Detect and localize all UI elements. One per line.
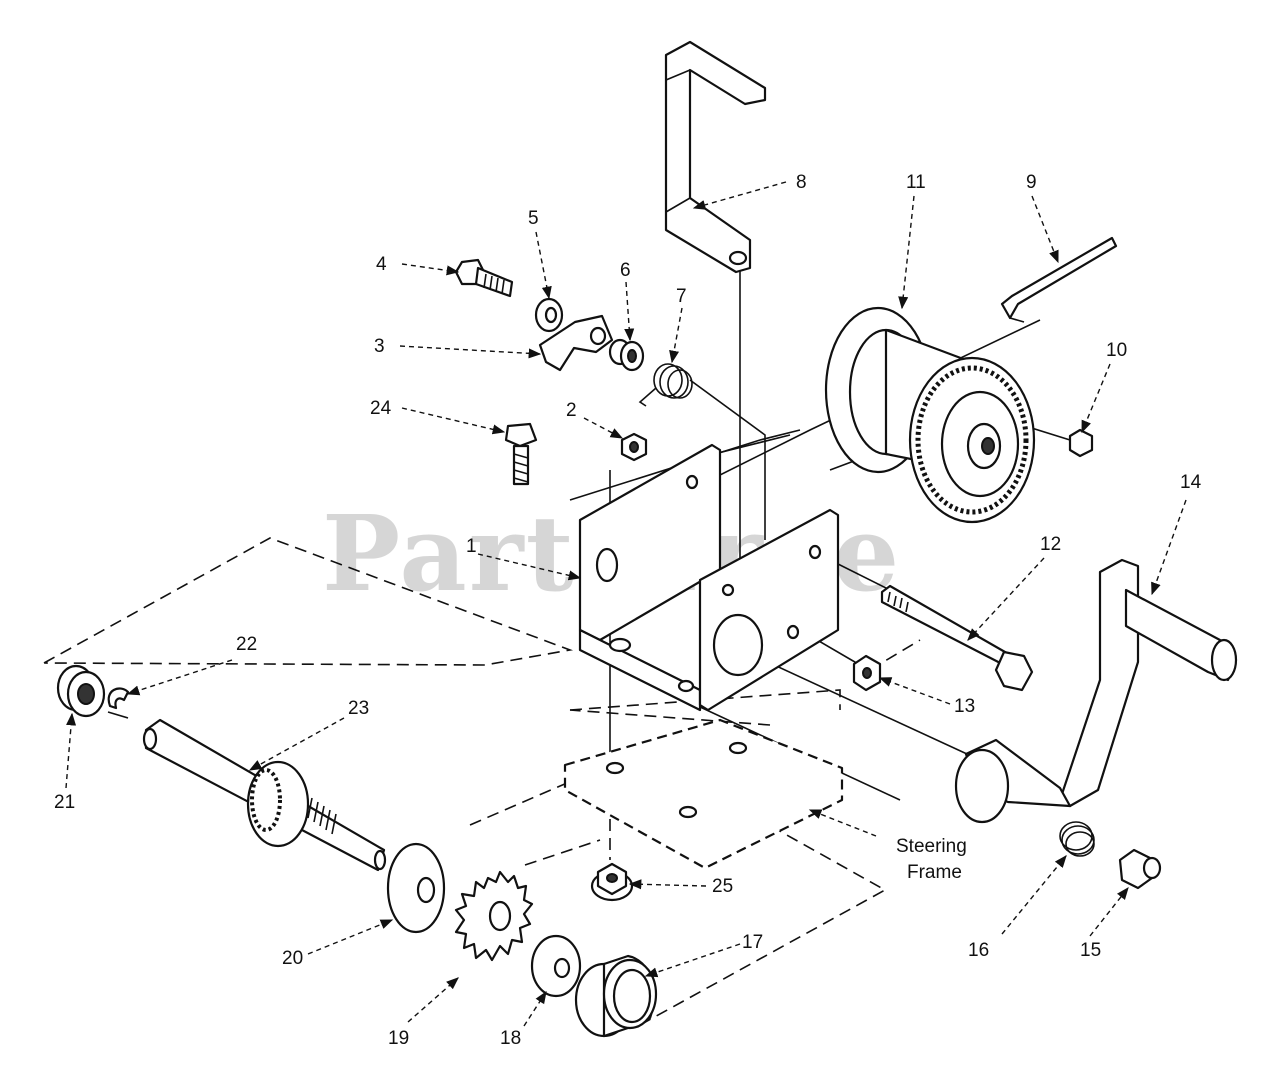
callout-15: 15 [1080,940,1101,961]
callout-17: 17 [742,932,763,953]
callout-22: 22 [236,634,257,655]
part-20-washer [386,842,446,934]
part-16-spring [1059,821,1095,857]
part-14-crank-handle [954,558,1238,824]
part-19-sprocket [454,870,534,962]
part-11-drum-gear [824,306,1036,524]
steering-frame-label-line2: Frame [907,862,962,883]
part-9-pin [1000,236,1118,323]
callout-1: 1 [466,536,477,557]
callout-23: 23 [348,698,369,719]
callout-19: 19 [388,1028,409,1049]
callout-7: 7 [676,286,687,307]
callout-20: 20 [282,948,303,969]
part-8-bracket [664,40,767,274]
callout-14: 14 [1180,472,1202,493]
callout-4: 4 [376,254,387,275]
part-3-lever [538,314,614,372]
callout-2: 2 [566,400,577,421]
callout-5: 5 [528,208,539,229]
steering-frame-label-line1: Steering [896,836,967,857]
part-6-bushing [608,338,645,372]
callout-3: 3 [374,336,385,357]
callout-labels: 1 2 3 4 5 6 7 8 9 10 11 12 13 14 15 16 1… [54,172,1202,1049]
part-18-washer [530,934,582,998]
callout-21: 21 [54,792,75,813]
part-25-flange-nut [590,862,634,902]
part-4-bolt [454,258,514,298]
callout-18: 18 [500,1028,521,1049]
callout-25: 25 [712,876,733,897]
part-7-spring [638,363,693,407]
part-13-nut [852,654,882,692]
callout-16: 16 [968,940,989,961]
part-10-nut [1068,428,1094,458]
callout-10: 10 [1106,340,1127,361]
part-24-bolt [504,422,538,486]
callout-6: 6 [620,260,631,281]
part-17-bearing [574,954,658,1038]
callout-8: 8 [796,172,807,193]
callout-12: 12 [1040,534,1061,555]
part-23-shaft [142,718,387,872]
callout-24: 24 [370,398,392,419]
part-2-nut [620,432,648,462]
callout-11: 11 [906,172,926,193]
part-15-nut [1118,848,1162,890]
part-21-bushing [56,664,106,718]
part-5-washer [534,297,564,333]
part-1-frame-bracket [578,443,840,712]
part-12-long-bolt [880,584,1034,692]
part-22-e-clip [107,687,130,719]
steering-frame-plate [563,718,844,870]
leader-lines [65,181,1187,1027]
callout-13: 13 [954,696,975,717]
callout-9: 9 [1026,172,1037,193]
